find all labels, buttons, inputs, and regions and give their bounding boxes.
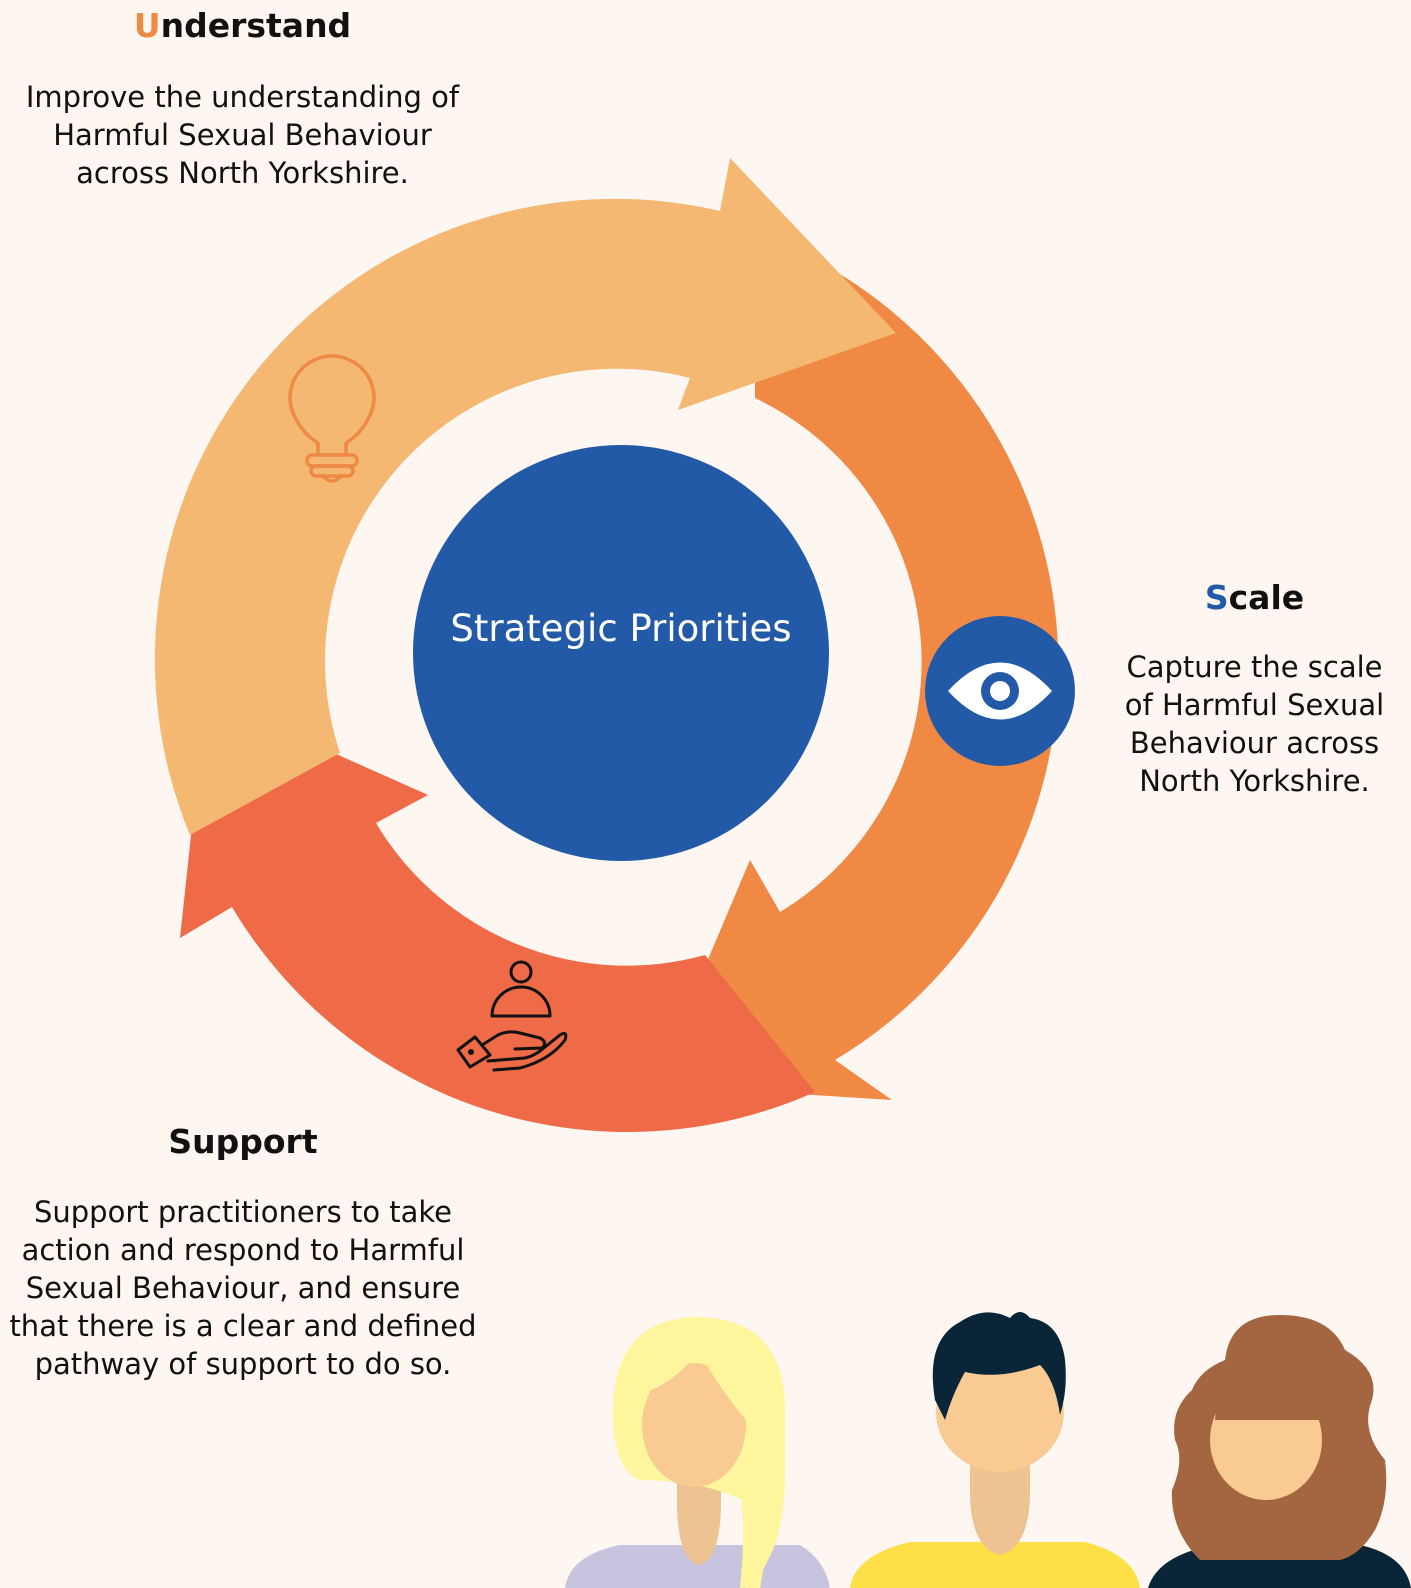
eye-icon: [925, 616, 1075, 766]
scale-initial: S: [1204, 578, 1229, 617]
lightbulb-icon: [288, 354, 376, 483]
support-section: Support Support practitioners to take ac…: [8, 1122, 478, 1383]
understand-initial: U: [133, 6, 161, 45]
scale-description: Capture the scale of Harmful Sexual Beha…: [1124, 649, 1385, 798]
understand-heading: Understand: [10, 6, 475, 46]
scale-heading-rest: cale: [1228, 578, 1305, 617]
understand-description: Improve the understanding of Harmful Sex…: [25, 79, 460, 190]
scale-section: Scale Capture the scale of Harmful Sexua…: [1108, 578, 1401, 800]
scale-heading: Scale: [1108, 578, 1401, 618]
center-label: Strategic Priorities: [450, 607, 792, 650]
support-heading: Support: [168, 1122, 318, 1161]
support-arrow: [180, 696, 815, 1132]
scale-arrow: [655, 233, 1059, 1100]
dark-hair-person-icon: [850, 1312, 1140, 1588]
center-circle: [413, 445, 829, 861]
understand-section: Understand Improve the understanding of …: [10, 6, 475, 192]
understand-heading-rest: nderstand: [160, 6, 352, 45]
understand-arrow: [154, 158, 896, 835]
curly-hair-person-icon: [1148, 1315, 1411, 1588]
support-description: Support practitioners to take action and…: [9, 1194, 477, 1381]
blonde-person-icon: [565, 1317, 830, 1588]
hand-person-icon: [456, 960, 568, 1072]
